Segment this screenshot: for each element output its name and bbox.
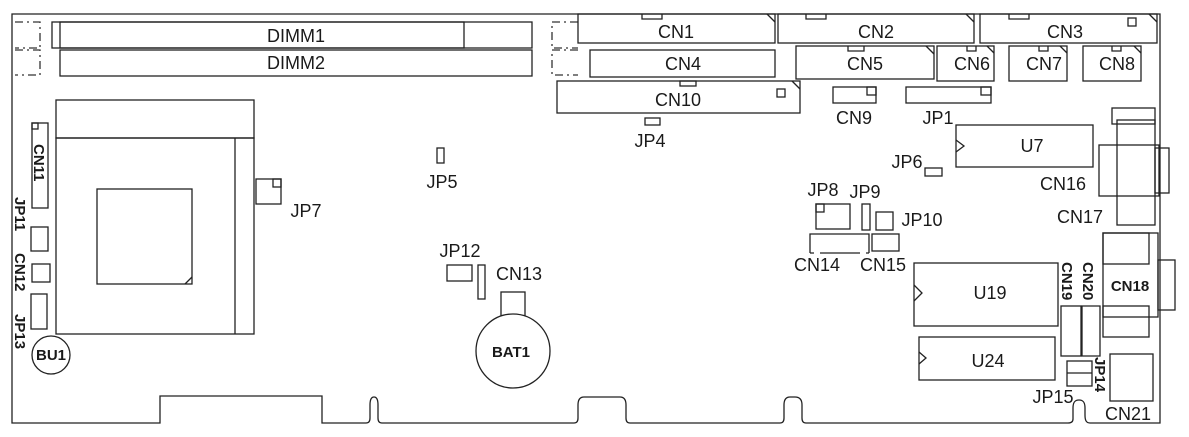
- jp9-label: JP9: [849, 182, 880, 202]
- cn13-connector: CN13: [477, 264, 542, 300]
- cn2-label: CN2: [858, 22, 894, 42]
- u24-chip: U24: [918, 336, 1056, 381]
- jp8-jumper: JP8: [807, 180, 851, 230]
- jp1-label: JP1: [922, 108, 953, 128]
- cn18-label: CN18: [1111, 278, 1149, 295]
- cn16-label: CN16: [1040, 174, 1086, 194]
- jp6-label: JP6: [891, 152, 922, 172]
- cn14-connector: CN14: [794, 233, 870, 275]
- dimm1-slot: DIMM1: [51, 21, 533, 49]
- jp13-jumper: JP13: [11, 293, 48, 349]
- cn9-label: CN9: [836, 108, 872, 128]
- cn4-connector: CN4: [589, 49, 776, 78]
- jp5-jumper: JP5: [426, 147, 458, 192]
- cn20-label: CN20: [1079, 262, 1096, 300]
- cn10-connector: CN10: [556, 80, 801, 114]
- cn5-label: CN5: [847, 54, 883, 74]
- u7-chip: U7: [955, 124, 1094, 168]
- cn17-label: CN17: [1057, 207, 1103, 227]
- cn5-connector: CN5: [795, 45, 935, 80]
- jp13-label: JP13: [11, 314, 28, 349]
- cn4-label: CN4: [665, 54, 701, 74]
- cpu-socket: [55, 99, 255, 335]
- cn6-label: CN6: [954, 54, 990, 74]
- cn20-connector: CN20: [1079, 262, 1101, 357]
- cn7-label: CN7: [1026, 54, 1062, 74]
- cn8-label: CN8: [1099, 54, 1135, 74]
- cn6-connector: CN6: [936, 45, 995, 82]
- cn15-connector: CN15: [860, 233, 906, 275]
- cn7-connector: CN7: [1008, 45, 1068, 82]
- cn2-connector: CN2: [777, 13, 975, 44]
- jp9-jumper: JP9: [849, 182, 881, 231]
- cn15-label: CN15: [860, 255, 906, 275]
- bat1-label: BAT1: [492, 344, 530, 361]
- u19-label: U19: [973, 283, 1006, 303]
- jp1-jumper: JP1: [905, 86, 992, 128]
- cn3-connector: CN3: [979, 13, 1158, 44]
- jp4-jumper: JP4: [634, 117, 666, 151]
- cn1-connector: CN1: [577, 13, 776, 44]
- cn19-label: CN19: [1058, 262, 1075, 300]
- dimm2-slot: DIMM2: [59, 49, 533, 77]
- board-outline: [11, 13, 1161, 424]
- cn12-label: CN12: [11, 253, 28, 291]
- dimm2-label: DIMM2: [267, 53, 325, 73]
- bu1-buzzer: BU1: [31, 335, 71, 375]
- cn18-connector: CN18: [1102, 232, 1176, 338]
- cn9-connector: CN9: [832, 86, 877, 128]
- jp14-label: JP14: [1091, 357, 1108, 393]
- cn21-connector: CN21: [1105, 353, 1154, 424]
- cn16-cn17-connector: CN16 CN17: [1040, 107, 1170, 227]
- u19-chip: U19: [913, 262, 1059, 327]
- jp15-label: JP15: [1032, 387, 1073, 407]
- cn12-connector: CN12: [11, 253, 51, 291]
- jp12-label: JP12: [439, 241, 480, 261]
- cn14-label: CN14: [794, 255, 840, 275]
- cn19-connector: CN19: [1058, 262, 1082, 357]
- cn11-connector: CN11: [30, 122, 49, 209]
- dimm1-label: DIMM1: [267, 26, 325, 46]
- cn8-connector: CN8: [1082, 45, 1142, 82]
- bu1-label: BU1: [36, 347, 66, 364]
- cn11-label: CN11: [30, 144, 47, 182]
- cn13-label: CN13: [496, 264, 542, 284]
- u24-label: U24: [971, 351, 1004, 371]
- jp6-jumper: JP6: [891, 152, 943, 177]
- cn1-label: CN1: [658, 22, 694, 42]
- jp7-jumper: JP7: [255, 178, 322, 221]
- jp12-jumper: JP12: [439, 241, 481, 282]
- jp8-label: JP8: [807, 180, 838, 200]
- dimm-clips-right: [551, 21, 578, 76]
- jp5-label: JP5: [426, 172, 457, 192]
- jp4-label: JP4: [634, 131, 665, 151]
- cn21-label: CN21: [1105, 404, 1151, 424]
- cn10-label: CN10: [655, 90, 701, 110]
- dimm-clips-left: [15, 21, 41, 76]
- jp14-jp15-jumpers: JP14 JP15: [1032, 357, 1108, 407]
- u7-label: U7: [1020, 136, 1043, 156]
- jp10-jumper: JP10: [875, 210, 943, 231]
- jp11-jumper: JP11: [11, 197, 49, 252]
- jp11-label: JP11: [11, 197, 28, 231]
- jp10-label: JP10: [901, 210, 942, 230]
- jp7-label: JP7: [290, 201, 321, 221]
- bat1-battery: BAT1: [475, 291, 551, 389]
- cn3-label: CN3: [1047, 22, 1083, 42]
